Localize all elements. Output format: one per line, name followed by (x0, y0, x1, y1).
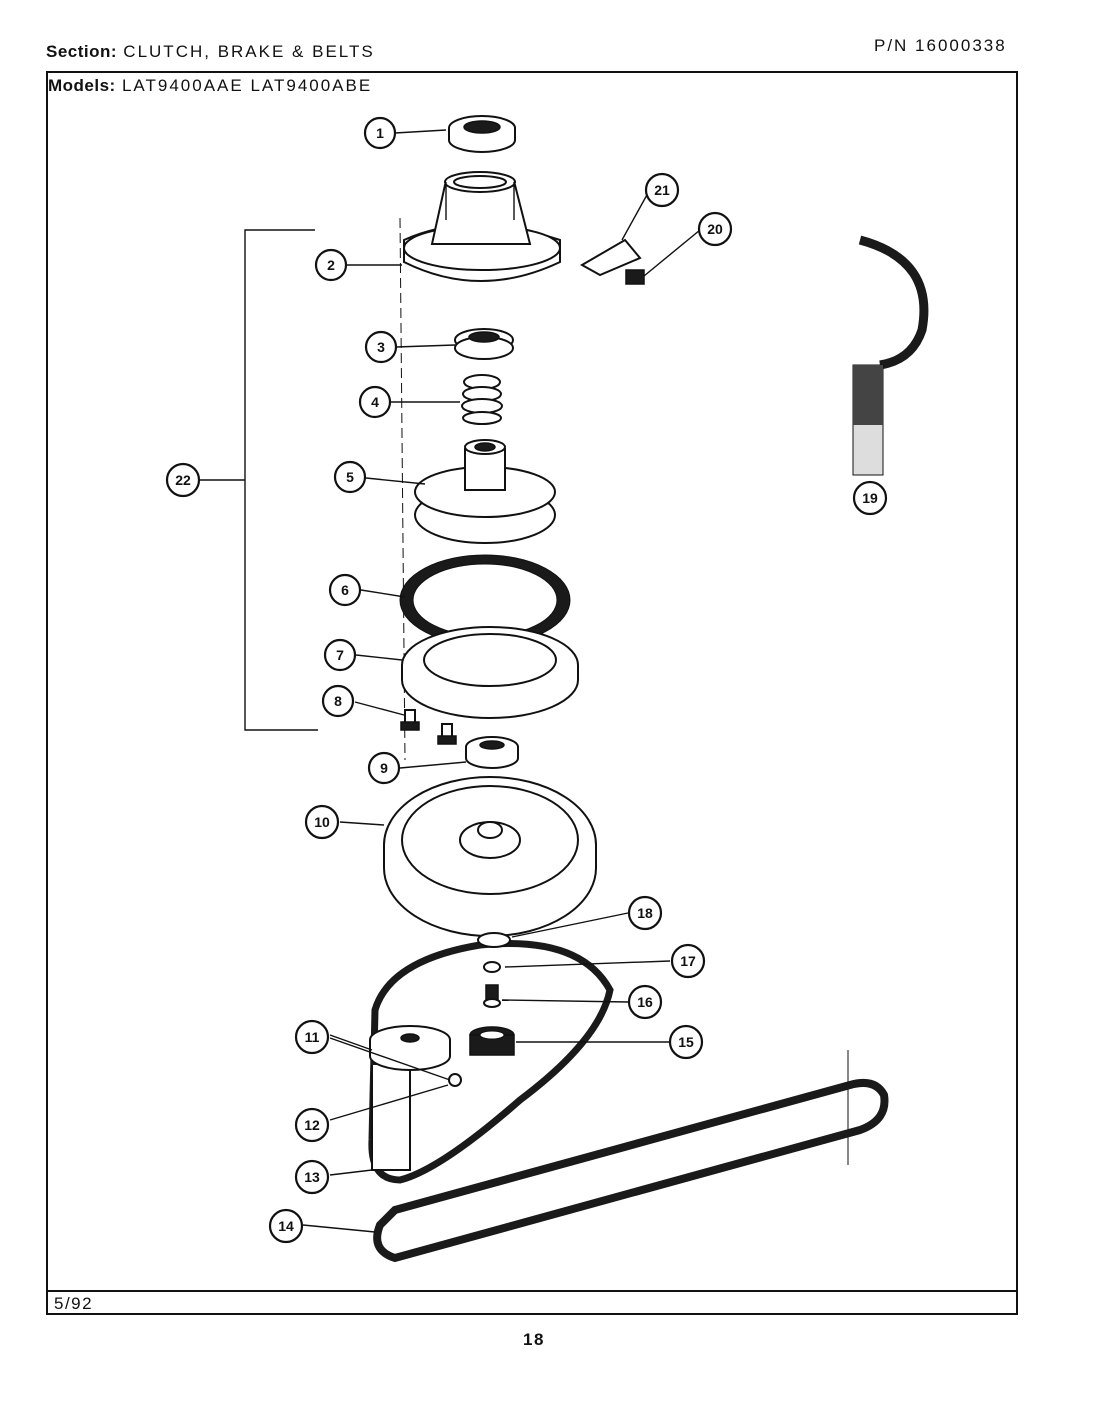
callout-12: 12 (294, 1107, 330, 1143)
diagram-frame (46, 71, 1018, 1315)
brake-clip-part (579, 238, 645, 285)
callout-14: 14 (268, 1208, 304, 1244)
washer-part (477, 932, 511, 948)
clutch-ring-part (401, 626, 579, 719)
svg-text:13: 13 (304, 1169, 320, 1185)
callout-18: 18 (627, 895, 663, 931)
svg-text:12: 12 (304, 1117, 320, 1133)
set-screw-part (448, 1073, 462, 1087)
svg-text:19: 19 (862, 490, 878, 506)
callout-7: 7 (323, 638, 357, 672)
callout-8: 8 (321, 684, 355, 718)
section-label: Section: (46, 42, 118, 61)
svg-text:18: 18 (637, 905, 653, 921)
footer-divider (46, 1290, 1018, 1292)
svg-text:4: 4 (371, 394, 379, 410)
callout-13: 13 (294, 1159, 330, 1195)
svg-text:2: 2 (327, 257, 335, 273)
callout-5: 5 (333, 460, 367, 494)
motor-pulley-part (369, 1025, 451, 1171)
callout-9: 9 (367, 751, 401, 785)
section-header: Section: CLUTCH, BRAKE & BELTS (46, 42, 375, 62)
svg-text:14: 14 (278, 1218, 294, 1234)
callout-1: 1 (363, 116, 397, 150)
callout-6: 6 (328, 573, 362, 607)
models-list: LAT9400AAE LAT9400ABE (121, 76, 373, 95)
svg-text:17: 17 (680, 953, 696, 969)
hub-part (414, 439, 556, 544)
callout-17: 17 (670, 943, 706, 979)
page-number: 18 (523, 1330, 545, 1349)
svg-text:22: 22 (175, 472, 191, 488)
clutch-housing-part (403, 171, 561, 282)
svg-text:8: 8 (334, 693, 342, 709)
callout-20: 20 (697, 211, 733, 247)
bushing-part (469, 1026, 515, 1056)
svg-text:20: 20 (707, 221, 723, 237)
screw-part (400, 709, 457, 745)
revision-date: 5/92 (54, 1294, 94, 1313)
svg-text:10: 10 (314, 814, 330, 830)
bolt-part (483, 984, 501, 1008)
svg-text:9: 9 (380, 760, 388, 776)
callout-10: 10 (304, 804, 340, 840)
seal-ring-part (454, 328, 514, 360)
callout-22: 22 (165, 462, 201, 498)
drive-belt-part (373, 1079, 889, 1263)
svg-text:21: 21 (654, 182, 670, 198)
nut-part (483, 961, 501, 973)
gasket-part (399, 554, 571, 646)
brake-band-part (852, 235, 929, 476)
callout-15: 15 (668, 1024, 704, 1060)
callout-3: 3 (364, 330, 398, 364)
svg-text:15: 15 (678, 1034, 694, 1050)
models-header: Models: LAT9400AAE LAT9400ABE (48, 76, 372, 96)
section-title: CLUTCH, BRAKE & BELTS (123, 42, 375, 61)
svg-text:3: 3 (377, 339, 385, 355)
pump-belt-part (368, 939, 614, 1184)
assembly-bracket (244, 229, 318, 731)
svg-text:16: 16 (637, 994, 653, 1010)
svg-text:7: 7 (336, 647, 344, 663)
callout-4: 4 (358, 385, 392, 419)
svg-text:5: 5 (346, 469, 354, 485)
svg-text:6: 6 (341, 582, 349, 598)
callout-2: 2 (314, 248, 348, 282)
part-number: P/N 16000338 (874, 36, 1007, 55)
lower-bearing-part (465, 736, 519, 769)
callout-19: 19 (852, 480, 888, 516)
callout-21: 21 (644, 172, 680, 208)
callout-16: 16 (627, 984, 663, 1020)
drive-pulley-part (383, 776, 597, 937)
spring-part (461, 374, 503, 425)
models-label: Models: (48, 76, 116, 95)
svg-text:1: 1 (376, 125, 384, 141)
bearing-part (448, 115, 516, 153)
leader-lines (200, 129, 701, 1233)
callout-11: 11 (294, 1019, 330, 1055)
svg-text:11: 11 (305, 1029, 320, 1045)
